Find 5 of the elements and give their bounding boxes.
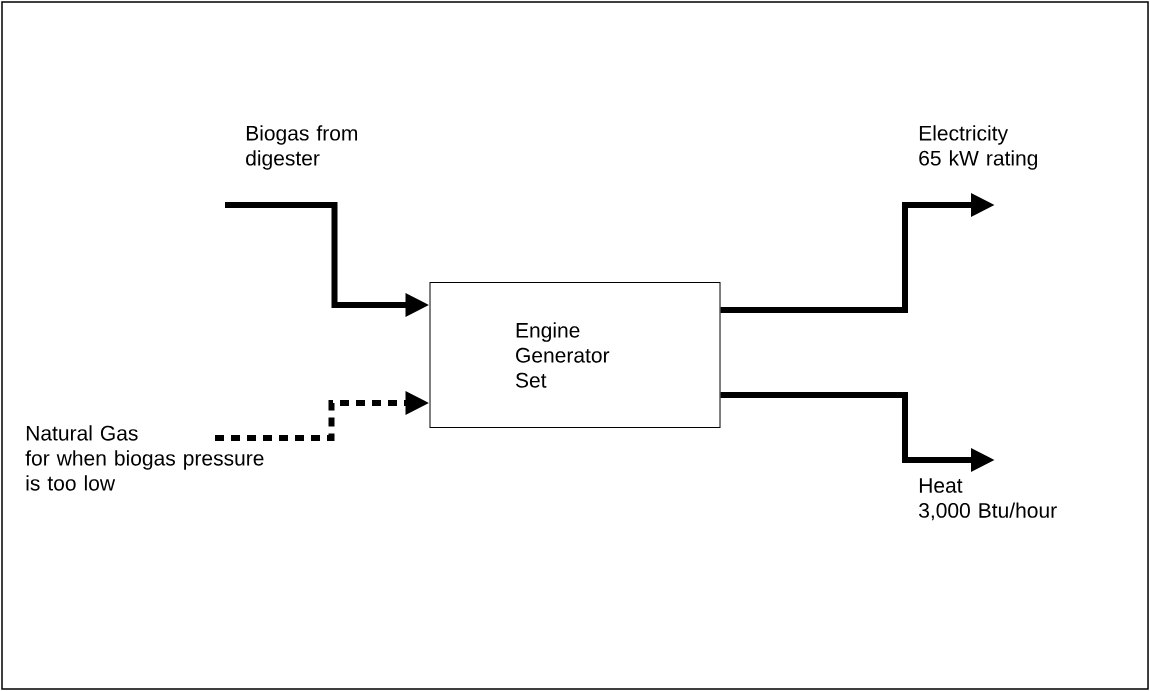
output-label: Electricity 65 kW rating: [919, 125, 1038, 170]
input-label: Biogas from digester: [246, 125, 357, 170]
output-label: Heat 3,000 Btu/hour: [919, 478, 1057, 521]
input-label: Natural Gas for when biogas pressure is too low: [25, 425, 264, 491]
process-box: Engine Generator Set: [429, 282, 721, 428]
